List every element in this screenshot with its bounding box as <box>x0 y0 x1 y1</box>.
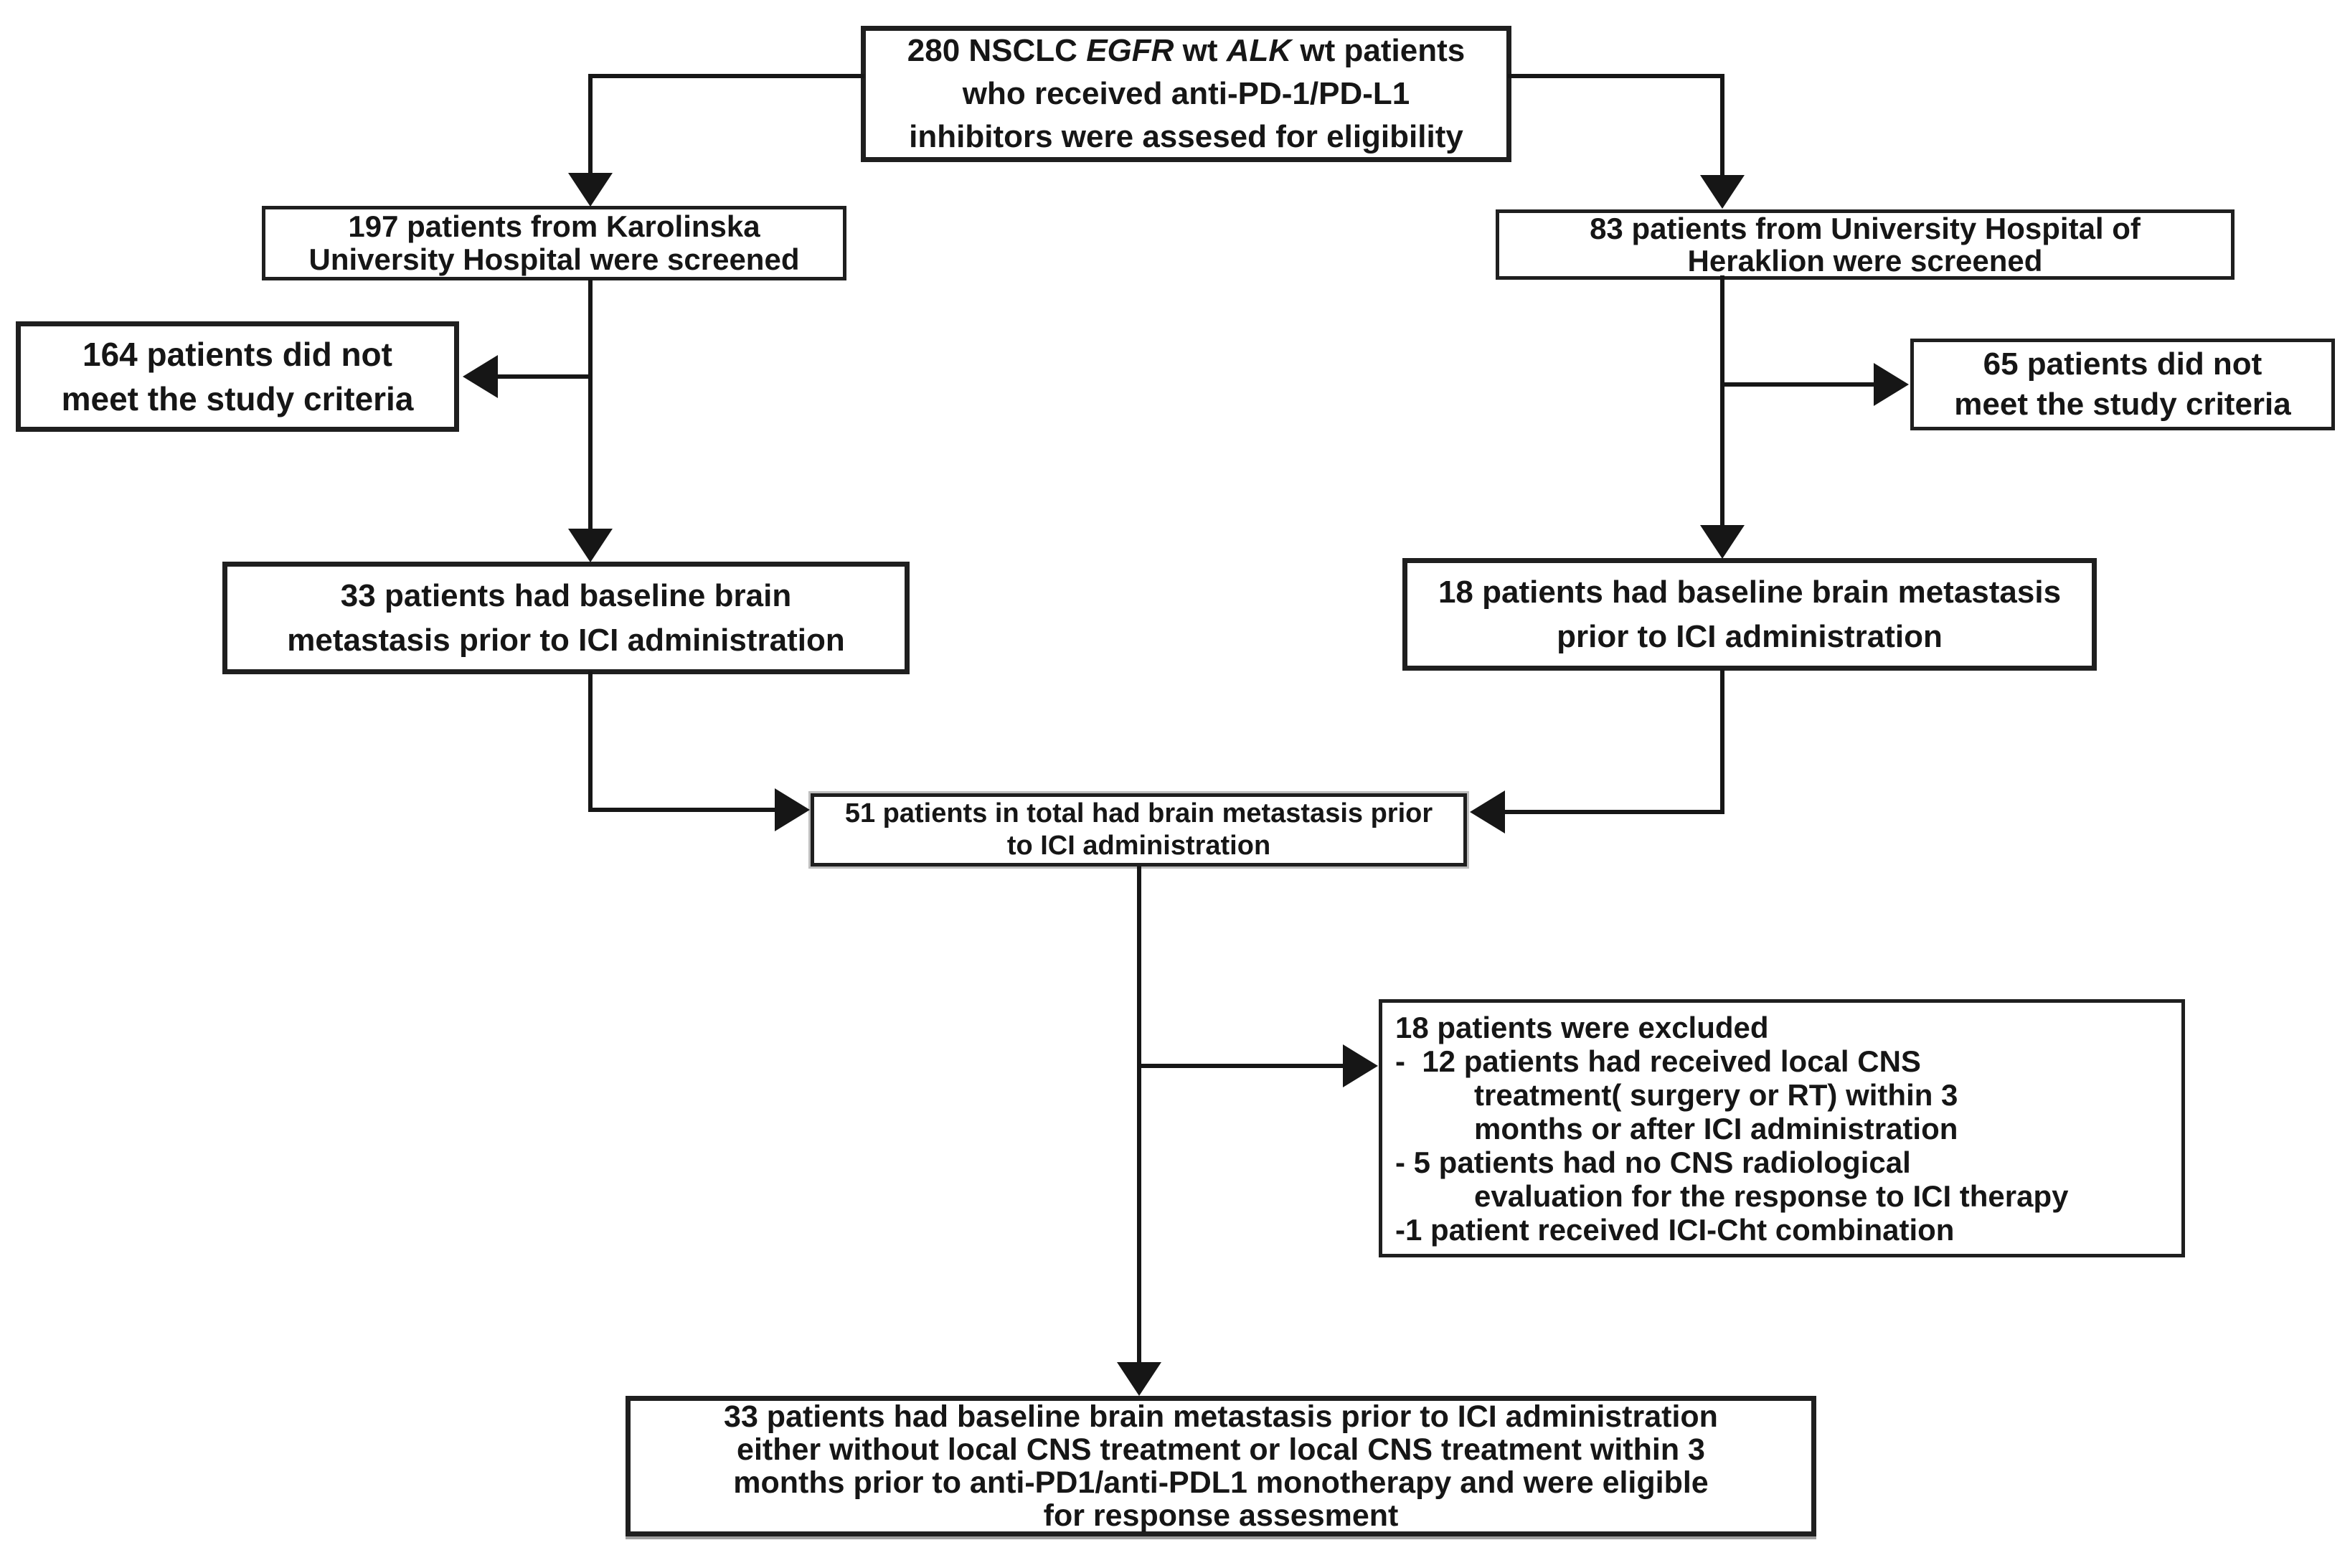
node-heraklion-brain-metastasis: 18 patients had baseline brain metastasi… <box>1402 558 2097 671</box>
node-164-line1: 164 patients did not <box>82 336 392 373</box>
arrowhead-into-heraklion <box>1700 175 1745 209</box>
node-karolinska-not-meeting-criteria: 164 patients did not meet the study crit… <box>16 321 459 432</box>
connector-karolinska-to-bm33-vertical <box>588 279 593 530</box>
connector-branch-to-excluded-horizontal <box>1139 1064 1344 1068</box>
arrowhead-into-excluded <box>1343 1044 1378 1087</box>
node-bm18-line2: prior to ICI administration <box>1557 618 1943 654</box>
node-bm33-line2: metastasis prior to ICI administration <box>287 622 845 658</box>
node-heraklion-screened: 83 patients from University Hospital of … <box>1496 209 2235 280</box>
node-eligibility-assessed: 280 NSCLC EGFR wt ALK wt patients who re… <box>861 26 1511 162</box>
node-excluded-line7: -1 patient received ICI-Cht combination <box>1395 1212 1955 1247</box>
arrowhead-into-total-from-right <box>1470 790 1505 833</box>
node-total51-line1: 51 patients in total had brain metastasi… <box>844 798 1433 828</box>
connector-eligibility-to-heraklion-vertical <box>1720 74 1724 176</box>
node-excluded-line3: treatment( surgery or RT) within 3 <box>1474 1077 1958 1112</box>
node-65-line1: 65 patients did not <box>1983 346 2262 382</box>
connector-branch-to-65-horizontal <box>1722 382 1874 387</box>
node-excluded-line1: 18 patients were excluded <box>1395 1010 1769 1044</box>
arrowhead-into-final <box>1117 1362 1161 1396</box>
node-164-line2: meet the study criteria <box>61 380 414 417</box>
connector-eligibility-to-heraklion-horizontal <box>1508 74 1723 78</box>
node-eligibility-line3: inhibitors were assesed for eligibility <box>909 119 1463 154</box>
node-karolinska-screened: 197 patients from Karolinska University … <box>262 206 846 280</box>
node-total51-line2: to ICI administration <box>1006 831 1271 861</box>
node-excluded-line5: - 5 patients had no CNS radiological <box>1395 1145 1911 1179</box>
connector-eligibility-to-karolinska-vertical <box>588 74 593 176</box>
node-eligibility-line2: who received anti-PD-1/PD-L1 <box>962 76 1410 111</box>
node-final-line1: 33 patients had baseline brain metastasi… <box>724 1399 1718 1434</box>
connector-heraklion-to-bm18-vertical <box>1720 275 1724 528</box>
node-eligibility-line1: 280 NSCLC EGFR wt ALK wt patients <box>907 33 1466 68</box>
node-final-line3: months prior to anti-PD1/anti-PDL1 monot… <box>733 1465 1709 1500</box>
node-bm33-line1: 33 patients had baseline brain <box>340 577 792 613</box>
arrowhead-into-bm33 <box>568 529 613 562</box>
arrowhead-into-karolinska <box>568 173 613 207</box>
node-65-line2: meet the study criteria <box>1954 387 2291 422</box>
connector-bm33-to-total-vertical <box>588 671 593 812</box>
node-karolinska-screened-line2: University Hospital were screened <box>308 242 800 276</box>
connector-eligibility-to-karolinska-horizontal <box>588 74 864 78</box>
connector-bm33-to-total-horizontal <box>588 808 776 812</box>
node-heraklion-not-meeting-criteria: 65 patients did not meet the study crite… <box>1910 339 2335 430</box>
connector-bm18-to-total-vertical <box>1720 669 1724 814</box>
node-heraklion-screened-line1: 83 patients from University Hospital of <box>1590 212 2141 245</box>
node-bm18-line1: 18 patients had baseline brain metastasi… <box>1438 574 2062 610</box>
connector-bm18-to-total-horizontal <box>1505 810 1723 814</box>
node-excluded-line4: months or after ICI administration <box>1474 1111 1958 1146</box>
node-karolinska-screened-line1: 197 patients from Karolinska <box>348 209 760 243</box>
arrowhead-into-bm18 <box>1700 525 1745 559</box>
node-excluded-patients: 18 patients were excluded - 12 patients … <box>1379 999 2185 1257</box>
node-excluded-line2: - 12 patients had received local CNS <box>1395 1044 1921 1078</box>
node-excluded-line6: evaluation for the response to ICI thera… <box>1474 1179 2069 1213</box>
arrowhead-into-65 <box>1874 363 1909 406</box>
node-final-line4: for response assesment <box>1043 1498 1399 1533</box>
node-karolinska-brain-metastasis: 33 patients had baseline brain metastasi… <box>222 562 910 674</box>
node-final-line2: either without local CNS treatment or lo… <box>737 1432 1705 1467</box>
node-total-brain-metastasis: 51 patients in total had brain metastasi… <box>811 793 1467 866</box>
arrowhead-into-164 <box>463 355 498 398</box>
node-final-eligible: 33 patients had baseline brain metastasi… <box>626 1396 1816 1536</box>
arrowhead-into-total-from-left <box>775 788 810 831</box>
node-heraklion-screened-line2: Heraklion were screened <box>1687 244 2043 278</box>
connector-branch-to-164-horizontal <box>498 374 591 379</box>
connector-total-to-final-vertical <box>1137 866 1141 1366</box>
